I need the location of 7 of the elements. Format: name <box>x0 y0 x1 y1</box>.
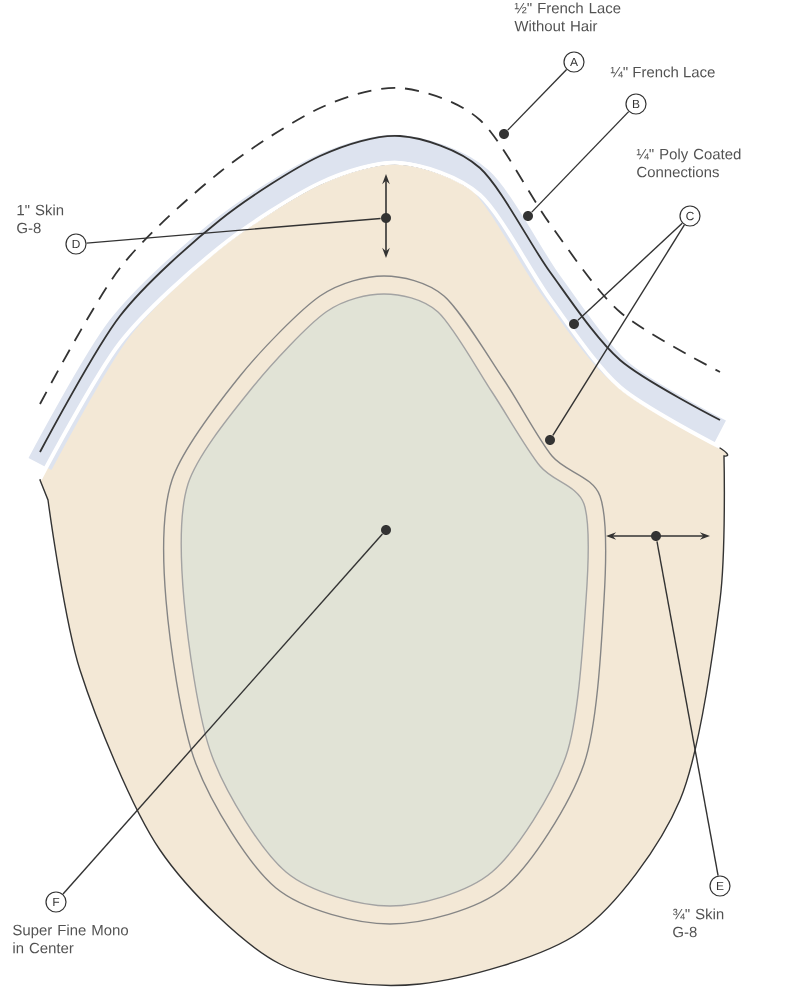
leader-line <box>656 540 719 877</box>
leader-line <box>507 68 568 131</box>
leader-line <box>577 222 683 321</box>
leader-line <box>62 533 384 895</box>
leader-line <box>552 224 686 437</box>
leader-line <box>531 110 630 213</box>
leader-line <box>85 217 382 244</box>
